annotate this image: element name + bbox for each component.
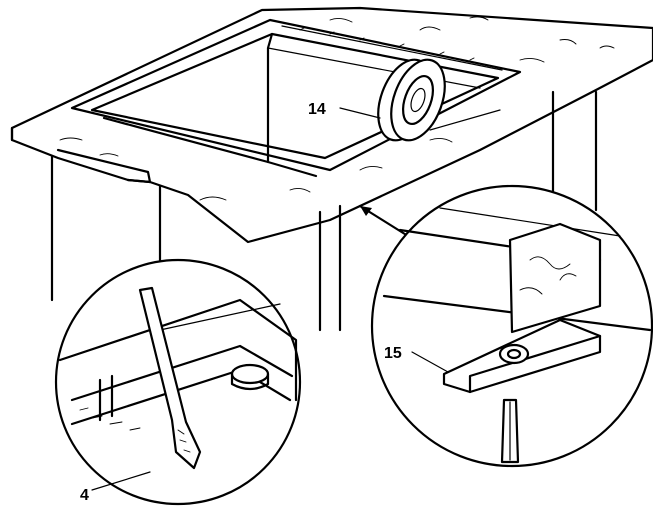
callout-14: 14 [308, 101, 326, 118]
callout-4: 4 [80, 487, 89, 504]
callout-leaders [91, 107, 449, 491]
sink-cutout [70, 18, 522, 178]
sealing-tape-roll [377, 58, 501, 142]
detail-circle-left [54, 258, 302, 506]
wood-grain [59, 16, 615, 201]
detail-circle-right [370, 184, 653, 468]
detail-arrow [358, 204, 410, 238]
callout-15: 15 [384, 345, 402, 362]
